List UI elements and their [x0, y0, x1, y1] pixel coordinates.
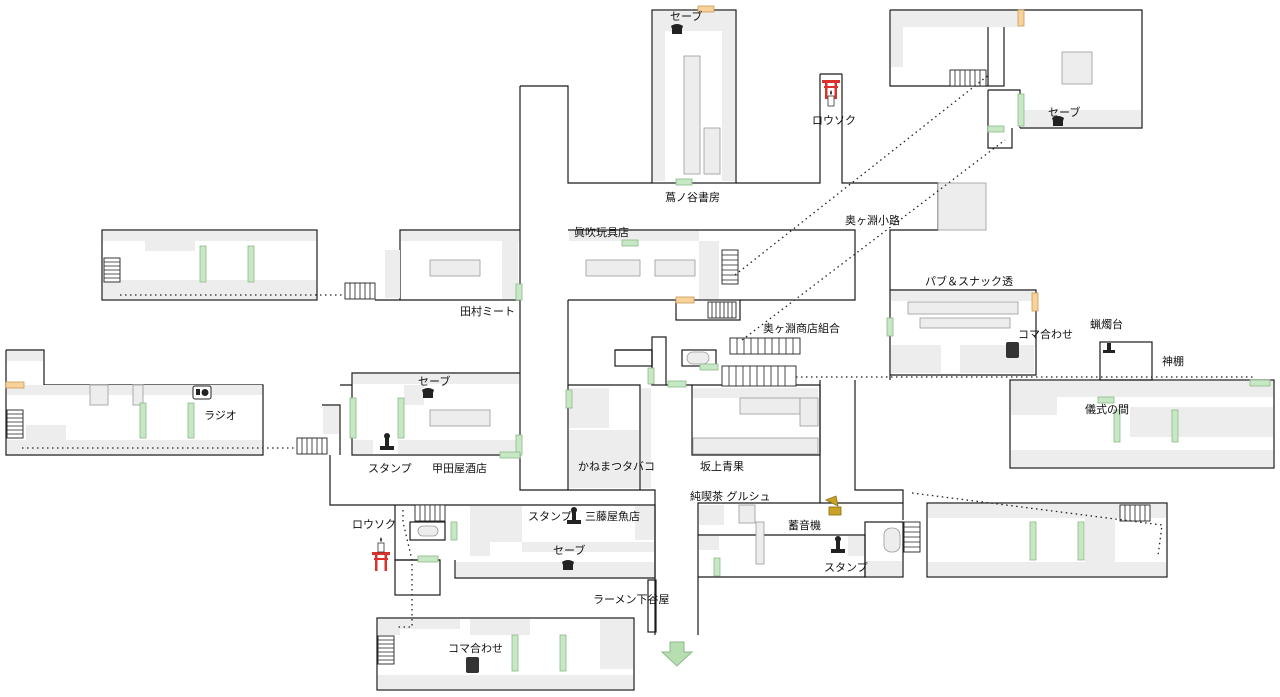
- torii-icon: [822, 80, 840, 99]
- label-stamp-cafe: スタンプ: [824, 561, 868, 574]
- label-save-upper-right: セーブ: [1048, 105, 1080, 119]
- label-fish-shop: 三藤屋魚店: [585, 509, 640, 523]
- stairs-toy-shop-lower: [707, 301, 737, 319]
- phone-icon: [671, 24, 683, 34]
- stamp-icon: [380, 433, 394, 450]
- radio-icon: [192, 385, 212, 400]
- stairs-market-upper: [729, 337, 801, 355]
- map-labels: セーブ ロウソク 蔦ノ谷書房 奥ヶ淵小路 セーブ 眞吹玩具店 田村ミート パブ＆…: [204, 9, 1184, 655]
- stamp-icon: [567, 507, 581, 524]
- label-ramen: ラーメン下谷屋: [593, 593, 670, 606]
- far-left-top-building: [101, 229, 318, 301]
- fish-shop-building: [394, 504, 656, 579]
- stairs-top-right: [949, 69, 987, 87]
- stamp-icon: [831, 536, 845, 553]
- bottom-koma-building: [376, 617, 635, 691]
- down-arrow-icon[interactable]: [660, 641, 694, 667]
- label-save-left: セーブ: [418, 374, 450, 388]
- label-rousoku-bottom: ロウソク: [352, 518, 396, 531]
- label-tamura-meat: 田村ミート: [460, 304, 515, 318]
- candle-icon: [377, 537, 385, 553]
- label-koma-bottom: コマ合わせ: [448, 641, 503, 655]
- stairs-fish-upper: [414, 504, 446, 522]
- tamura-meat-building: [344, 229, 523, 301]
- label-kofuya: 甲田屋酒店: [432, 461, 487, 475]
- top-right-building: [889, 9, 1143, 149]
- label-toy-shop: 眞吹玩具店: [574, 225, 629, 239]
- right-lower-building: [926, 502, 1168, 578]
- kofuya-liquor-building: [296, 372, 523, 459]
- street-walls: [329, 73, 939, 635]
- candle-icon: [827, 90, 835, 107]
- pub-building: [886, 289, 1039, 376]
- label-stamp-left: スタンプ: [368, 462, 412, 475]
- phone-icon: [1052, 116, 1064, 126]
- label-save-top: セーブ: [670, 9, 702, 23]
- label-gramophone: 蓄音機: [788, 518, 821, 532]
- koma-puzzle-icon: [466, 657, 479, 673]
- label-kanematsu: かねまつタバコ: [578, 460, 655, 473]
- stairs-radio: [6, 409, 24, 439]
- label-save-bottom: セーブ: [553, 543, 585, 557]
- cafe-building: [698, 495, 921, 578]
- label-pub: パブ＆スナック透: [925, 274, 1013, 288]
- shrine-niche-top: [822, 80, 840, 107]
- label-kamidana: 神棚: [1162, 354, 1184, 368]
- koma-puzzle-icon: [1006, 342, 1019, 358]
- stairs-bottom: [377, 635, 395, 665]
- stairs-right-lower: [1119, 504, 1151, 522]
- label-candle-stand: 蝋燭台: [1090, 317, 1123, 331]
- label-rousoku-top: ロウソク: [812, 114, 856, 127]
- stairs-market-lower: [721, 365, 797, 387]
- label-cafe: 純喫茶 グルシュ: [690, 489, 771, 503]
- stairs-tamura: [344, 282, 376, 300]
- label-sakagami: 坂上青果: [700, 460, 744, 473]
- phone-icon: [422, 388, 434, 398]
- label-bookstore: 蔦ノ谷書房: [665, 190, 720, 204]
- phone-icon: [562, 560, 574, 570]
- torii-icon: [372, 552, 390, 571]
- candle-stand-icon: [1103, 343, 1115, 353]
- stair-links: [22, 73, 1255, 628]
- gramophone-icon: [825, 495, 842, 516]
- label-shopkeepers: 奥ヶ淵商店組合: [763, 321, 840, 335]
- stairs-toy-shop: [721, 249, 739, 285]
- label-radio: ラジオ: [204, 409, 237, 422]
- toy-shop-building: [568, 229, 856, 321]
- label-okugafuchi-koji: 奥ヶ淵小路: [845, 213, 900, 227]
- ramen-stall: [647, 579, 657, 633]
- label-stamp-fish: スタンプ: [528, 510, 572, 523]
- shrine-niche-bottom: [372, 537, 441, 596]
- stairs-kofuya: [296, 437, 328, 455]
- ritual-building: [1009, 341, 1275, 469]
- bookstore-building: [651, 5, 737, 186]
- stairs-cafe: [903, 521, 921, 553]
- label-koma-right: コマ合わせ: [1018, 327, 1073, 341]
- central-market-building: [565, 336, 821, 490]
- street-block: [937, 182, 987, 231]
- radio-building: [5, 349, 264, 456]
- label-ritual-room: 儀式の間: [1085, 402, 1129, 416]
- stairs-far-left-top: [103, 257, 121, 283]
